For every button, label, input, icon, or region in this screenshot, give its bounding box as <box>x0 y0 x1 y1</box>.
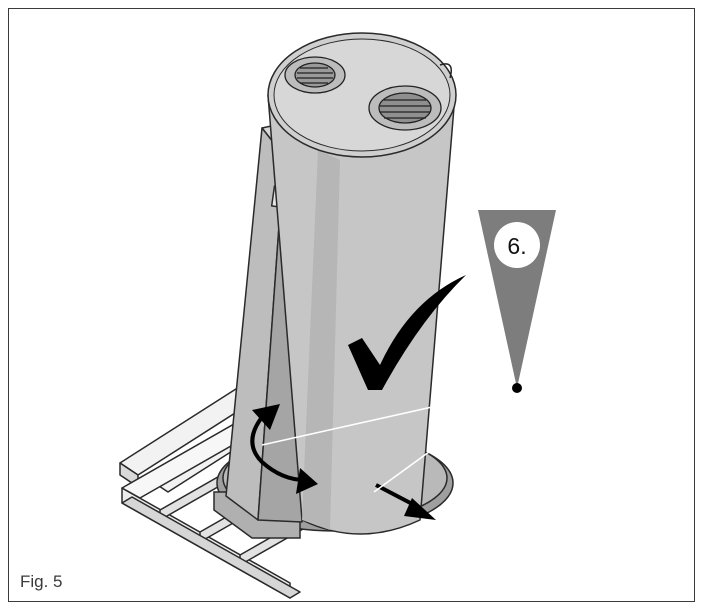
step-number-label: 6. <box>507 233 526 259</box>
rotate-arrow-icon <box>250 404 318 494</box>
figure-caption: Fig. 5 <box>20 572 63 591</box>
checkmark-icon <box>348 275 466 390</box>
pointer-wedge-icon: 6. <box>261 210 556 501</box>
top-vent-left <box>284 56 346 94</box>
tilt-arrow-icon <box>375 483 436 520</box>
water-heater-tank <box>267 32 457 535</box>
top-vent-right <box>368 85 442 131</box>
power-cable <box>439 63 452 79</box>
